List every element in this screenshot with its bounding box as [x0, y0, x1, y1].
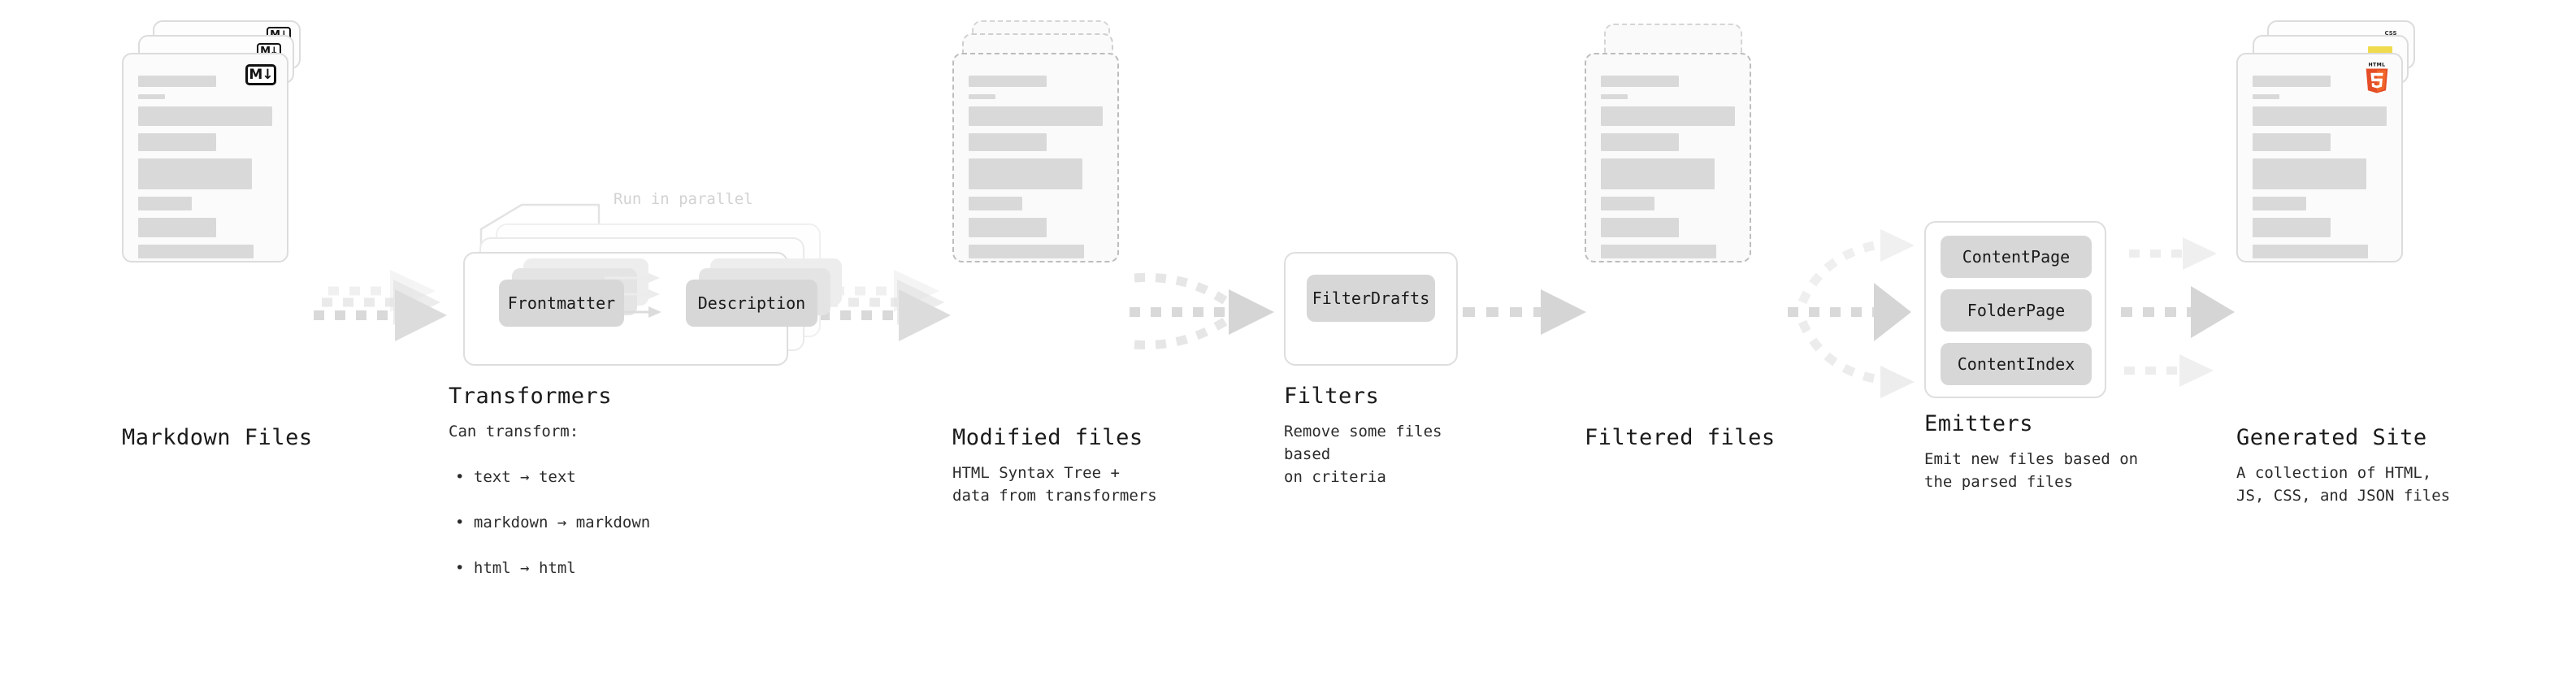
transformer-chip-frontmatter[interactable]: Frontmatter: [499, 280, 624, 327]
stage-markdown-files: M↓ M↓ M↓ Markdown Fi: [122, 0, 333, 681]
site-card-front: HTML: [2236, 53, 2403, 262]
stage-modified-files: Modified files HTML Syntax Tree + data f…: [952, 0, 1164, 681]
list-item: • text → text: [455, 468, 576, 486]
markdown-card-stack: M↓ M↓ M↓: [122, 20, 309, 264]
markdown-icon: M↓: [245, 64, 276, 85]
list-item: • markdown → markdown: [455, 514, 651, 531]
transformer-chip-description[interactable]: Description: [686, 280, 817, 327]
document-placeholder-bars: [138, 76, 272, 266]
page-title-markdown-files: Markdown Files: [122, 425, 313, 450]
document-placeholder-bars: [969, 76, 1103, 266]
transformers-subtitle-heading: Can transform:: [449, 423, 579, 440]
emitter-chip-label: FolderPage: [1967, 301, 2066, 320]
generated-site-subtitle: A collection of HTML, JS, CSS, and JSON …: [2236, 464, 2451, 505]
html5-icon: HTML: [2366, 63, 2388, 93]
page-title-filtered-files: Filtered files: [1585, 425, 1776, 450]
modified-card-stack: [952, 20, 1139, 264]
stage-filters: FilterDrafts Filters Remove some files b…: [1274, 0, 1485, 681]
page-title-emitters: Emitters: [1924, 411, 2034, 436]
transformer-chip-label: Description: [697, 293, 806, 313]
svg-text:HTML: HTML: [2368, 63, 2385, 68]
page-title-transformers: Transformers: [449, 384, 613, 409]
page-title-filters: Filters: [1284, 384, 1380, 409]
transformer-chip-label: Frontmatter: [507, 293, 616, 313]
page-title-generated-site: Generated Site: [2236, 425, 2427, 450]
emitter-chip-contentpage[interactable]: ContentPage: [1941, 236, 2092, 278]
arrow-markdown-to-transformers: [314, 270, 447, 341]
emitter-chip-label: ContentIndex: [1957, 354, 2075, 374]
modified-card-front: [952, 53, 1119, 262]
stage-transformers: Run in parallel Frontmatter Description: [449, 0, 842, 681]
filters-subtitle: Remove some files based on criteria: [1284, 423, 1442, 486]
transformers-bullet-list: • text → text • markdown → markdown • ht…: [455, 443, 650, 602]
svg-text:CSS: CSS: [2384, 30, 2396, 37]
filtered-card-stack: [1585, 20, 1772, 264]
markdown-card-front: M↓: [122, 53, 288, 262]
emitter-chip-contentindex[interactable]: ContentIndex: [1941, 343, 2092, 385]
filter-chip-label: FilterDrafts: [1312, 288, 1430, 308]
arrow-filtered-to-emitters: [1788, 229, 1915, 398]
modified-files-subtitle: HTML Syntax Tree + data from transformer…: [952, 464, 1157, 505]
list-item: • html → html: [455, 559, 576, 577]
emitters-subtitle: Emit new files based on the parsed files: [1924, 450, 2139, 491]
filter-chip-filterdrafts[interactable]: FilterDrafts: [1307, 275, 1435, 322]
stage-filtered-files: Filtered files: [1585, 0, 1796, 681]
stage-emitters: ContentPage FolderPage ContentIndex Emit…: [1911, 0, 2139, 681]
page-title-modified-files: Modified files: [952, 425, 1143, 450]
document-placeholder-bars: [2253, 76, 2387, 266]
run-in-parallel-label: Run in parallel: [614, 190, 753, 208]
site-card-stack: CSS HTML: [2236, 20, 2439, 264]
emitter-chip-folderpage[interactable]: FolderPage: [1941, 289, 2092, 332]
document-placeholder-bars: [1601, 76, 1735, 266]
stage-generated-site: CSS HTML: [2236, 0, 2480, 681]
filtered-card-front: [1585, 53, 1751, 262]
markdown-icon-glyph: M↓: [249, 66, 273, 83]
emitter-chip-label: ContentPage: [1962, 247, 2071, 267]
